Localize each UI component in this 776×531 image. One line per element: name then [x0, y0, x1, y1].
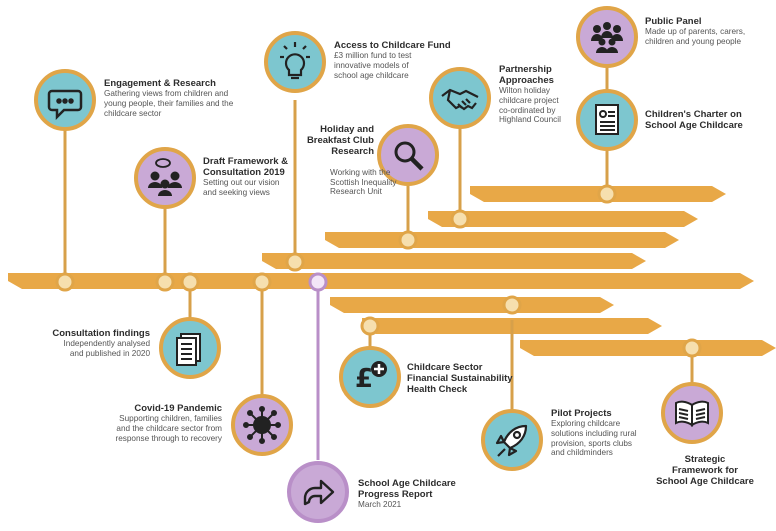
milestone-title: Holiday and Breakfast Club Research	[306, 124, 374, 158]
label-draft: Draft Framework & Consultation 2019 Sett…	[203, 156, 333, 198]
node-sector	[360, 316, 380, 336]
milestone-desc: Supporting children, families and the ch…	[115, 414, 223, 443]
milestone-title: Childcare Sector Financial Sustainabilit…	[407, 362, 513, 396]
label-sector: Childcare Sector Financial Sustainabilit…	[407, 362, 527, 396]
milestone-title: Consultation findings	[52, 328, 150, 339]
milestone-findings-badge	[159, 317, 221, 379]
milestone-title: Public Panel	[645, 16, 702, 27]
milestone-engagement-badge	[34, 69, 96, 131]
handshake-icon	[441, 88, 479, 111]
open-book-icon	[675, 400, 709, 427]
magnifier-icon	[394, 141, 424, 171]
milestone-covid-badge	[231, 394, 293, 456]
milestone-desc: Exploring childcare solutions including …	[551, 419, 637, 458]
milestone-sector-badge: £	[339, 346, 401, 408]
charter-document-icon	[595, 104, 619, 135]
milestone-desc: Setting out our vision and seeking views	[203, 178, 280, 198]
milestone-desc: Wilton holiday childcare project co-ordi…	[499, 86, 561, 125]
svg-text:£: £	[355, 364, 373, 394]
node-strategic	[682, 338, 702, 358]
milestone-partnership-badge	[429, 67, 491, 129]
arrow-band-3	[325, 232, 679, 248]
label-strategic: Strategic Framework for School Age Child…	[640, 454, 770, 488]
milestone-title: Covid-19 Pandemic	[134, 403, 222, 414]
lightbulb-icon	[280, 42, 310, 80]
milestone-desc: £3 million fund to test innovative model…	[334, 51, 412, 80]
milestone-strategic-badge	[661, 382, 723, 444]
milestone-desc: Made up of parents, carers, children and…	[645, 27, 746, 46]
speech-bubble-icon	[47, 89, 83, 121]
label-access: Access to Childcare Fund £3 million fund…	[334, 40, 464, 80]
milestone-desc: March 2021	[358, 500, 402, 510]
milestone-charter-badge	[576, 89, 638, 151]
node-findings	[180, 272, 200, 292]
arrow-band-4	[262, 253, 646, 269]
milestone-title: Pilot Projects	[551, 408, 612, 419]
milestone-title: Draft Framework & Consultation 2019	[203, 156, 288, 179]
label-charter: Children's Charter on School Age Childca…	[645, 109, 775, 131]
milestone-title: Children's Charter on School Age Childca…	[645, 109, 743, 132]
label-findings: Consultation findings Independently anal…	[30, 328, 150, 359]
milestone-title: Access to Childcare Fund	[334, 40, 451, 51]
timeline-nodes	[55, 184, 702, 358]
pound-plus-icon: £	[355, 361, 387, 394]
label-holiday-desc: Working with the Scottish Inequality Res…	[330, 168, 404, 197]
milestone-icons: £	[34, 6, 723, 523]
node-access	[285, 252, 305, 272]
milestone-desc: Gathering views from children and young …	[104, 89, 234, 118]
share-arrow-icon	[303, 479, 335, 506]
arrow-band-2	[428, 211, 698, 227]
group-discussion-icon	[148, 158, 182, 196]
node-engagement	[55, 272, 75, 292]
milestone-desc: Independently analysed and published in …	[63, 339, 151, 358]
rocket-icon	[495, 424, 528, 457]
milestone-progress-badge	[287, 461, 349, 523]
node-pilot	[502, 295, 522, 315]
node-panel	[597, 184, 617, 204]
report-document-icon	[176, 333, 201, 366]
label-covid: Covid-19 Pandemic Supporting children, f…	[80, 403, 223, 443]
milestone-panel-badge	[576, 6, 638, 68]
node-partnership	[450, 209, 470, 229]
arrow-band-5	[330, 297, 614, 313]
milestone-title: Partnership Approaches	[499, 64, 554, 87]
milestone-title: Engagement & Research	[104, 78, 216, 89]
milestone-draft-badge	[134, 147, 196, 209]
milestone-desc: Working with the Scottish Inequality Res…	[330, 168, 397, 197]
node-covid	[252, 272, 272, 292]
milestone-title: Strategic Framework for School Age Child…	[656, 454, 754, 488]
virus-icon	[243, 406, 281, 444]
people-group-icon	[591, 22, 623, 53]
label-holiday: Holiday and Breakfast Club Research	[300, 124, 374, 158]
node-progress	[308, 272, 328, 292]
node-draft	[155, 272, 175, 292]
milestone-holiday-badge	[377, 124, 439, 186]
label-pilot: Pilot Projects Exploring childcare solut…	[551, 408, 661, 458]
arrow-band-main	[8, 273, 754, 289]
milestone-title: School Age Childcare Progress Report	[358, 478, 456, 501]
label-panel: Public Panel Made up of parents, carers,…	[645, 16, 775, 47]
node-holiday	[398, 230, 418, 250]
label-progress: School Age Childcare Progress Report Mar…	[358, 478, 488, 510]
label-engagement: Engagement & Research Gathering views fr…	[104, 78, 274, 118]
milestone-access-badge	[264, 31, 326, 93]
arrow-band-7	[520, 340, 776, 356]
milestone-pilot-badge	[481, 409, 543, 471]
label-partnership: Partnership Approaches Wilton holiday ch…	[499, 64, 609, 125]
